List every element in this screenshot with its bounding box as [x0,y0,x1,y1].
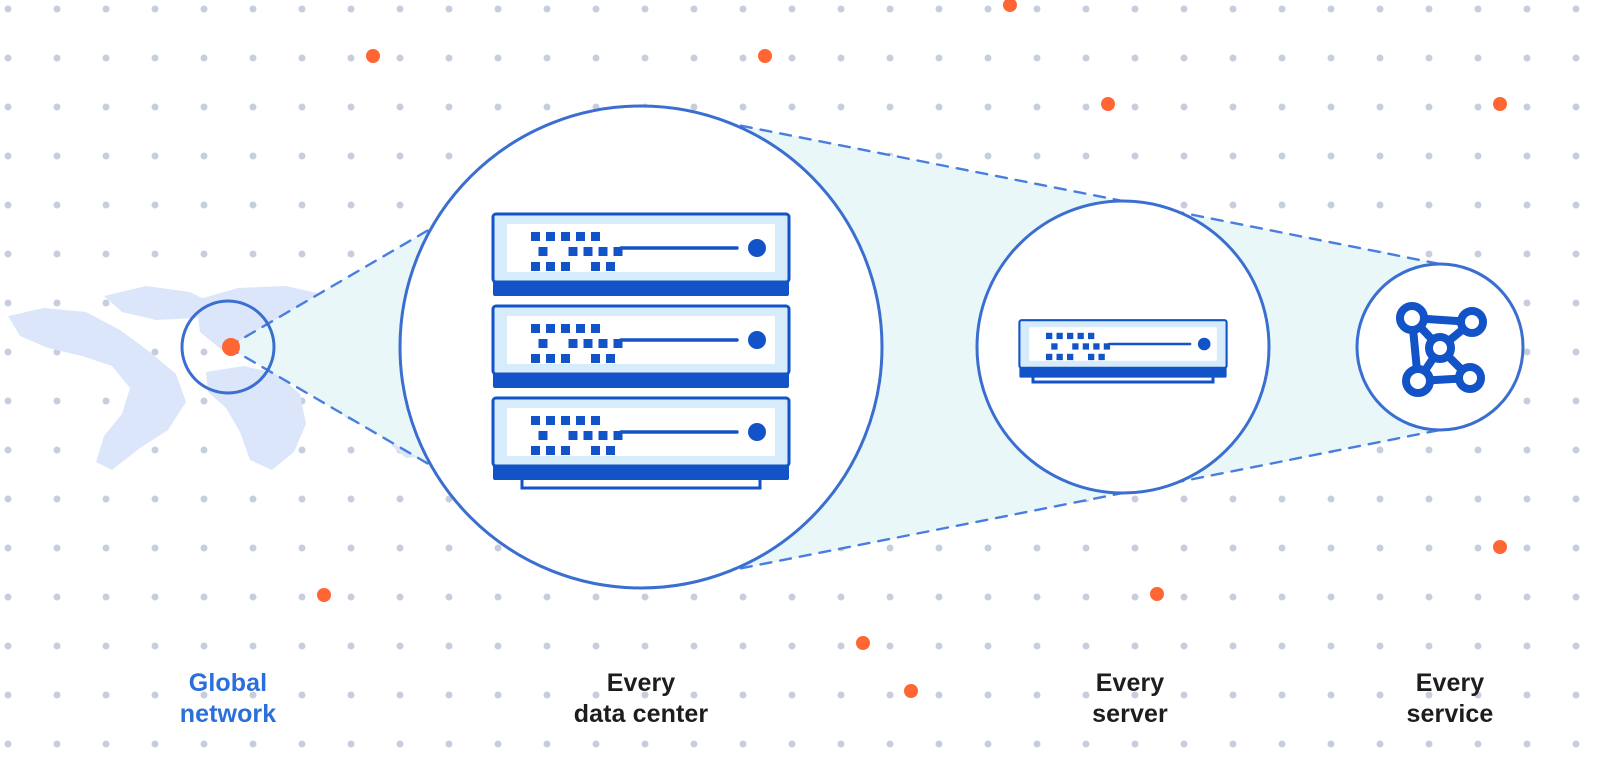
label-line-1: Global [188,669,268,697]
led-indicator [561,262,570,271]
location-pin-dot [222,338,240,356]
label-line-1: Every [606,669,676,697]
server-rack-icon [491,212,791,490]
led-indicator [1046,332,1053,340]
rack-unit-3 [491,396,791,482]
led-indicator [538,339,548,348]
led-indicator [1072,343,1079,350]
accent-dot [1493,97,1507,111]
led-indicator [568,339,578,348]
led-indicator [613,247,623,256]
led-indicator [1056,353,1063,361]
led-indicator [538,431,548,440]
led-indicator [598,431,608,440]
led-indicator [591,416,600,425]
accent-dot [856,636,870,650]
led-indicator [531,416,540,425]
led-indicator [561,324,570,333]
led-indicator [576,416,585,425]
led-indicator [546,324,555,333]
led-indicator [1067,332,1074,340]
label-line-2: server [1092,699,1168,728]
led-indicator [546,416,555,425]
led-indicator [606,354,615,363]
led-indicator [546,354,555,363]
led-indicator [1088,353,1095,361]
led-indicator [531,232,540,241]
stage-circle-every-service[interactable] [1355,262,1525,432]
led-indicator [1067,353,1074,361]
accent-dot [904,684,918,698]
label-line-1: Every [1095,669,1165,697]
led-indicator [1077,332,1084,340]
led-indicator [583,339,593,348]
led-indicator [613,339,623,348]
led-indicator [1103,343,1111,350]
server-unit-icon [1018,319,1228,384]
network-graph-icon [1396,302,1487,397]
led-indicator [531,354,540,363]
label-line-1: Every [1415,669,1485,697]
led-indicator [576,324,585,333]
led-indicator [568,431,578,440]
led-indicator [1082,343,1090,350]
led-indicator [591,446,600,455]
led-indicator [546,446,555,455]
led-indicator [561,354,570,363]
accent-dot [1150,587,1164,601]
led-indicator [583,431,593,440]
led-indicator [591,232,600,241]
led-indicator [561,232,570,241]
accent-dot [1003,0,1017,12]
led-indicator [561,446,570,455]
label-line-2: service [1406,699,1494,728]
led-indicator [531,446,540,455]
led-indicator [598,339,608,348]
led-indicator [598,247,608,256]
led-indicator [1093,343,1100,350]
led-indicator [546,232,555,241]
led-indicator [546,262,555,271]
rack-unit-1 [491,212,791,298]
accent-dot [1493,540,1507,554]
led-indicator [1088,332,1095,340]
led-indicator [1046,353,1053,361]
led-indicator [591,324,600,333]
label-line-2: data center [573,699,709,728]
stage-circle-every-server[interactable] [975,199,1271,495]
led-indicator [583,247,593,256]
led-indicator [591,354,600,363]
led-indicator [531,324,540,333]
accent-dot [1101,97,1115,111]
led-indicator [606,446,615,455]
rack-unit-2 [491,304,791,390]
stage-circle-every-data-center[interactable] [398,104,884,590]
led-indicator [591,262,600,271]
led-indicator [531,262,540,271]
accent-dot [317,588,331,602]
accent-dot [758,49,772,63]
led-indicator [1056,332,1063,340]
led-indicator [561,416,570,425]
stage-circle-global-network[interactable] [180,299,276,395]
label-line-2: network [179,699,277,728]
led-indicator [568,247,578,256]
led-indicator [576,232,585,241]
led-indicator [1051,343,1058,350]
led-indicator [1098,353,1105,361]
led-indicator [538,247,548,256]
led-indicator [613,431,623,440]
led-indicator [606,262,615,271]
accent-dot [366,49,380,63]
